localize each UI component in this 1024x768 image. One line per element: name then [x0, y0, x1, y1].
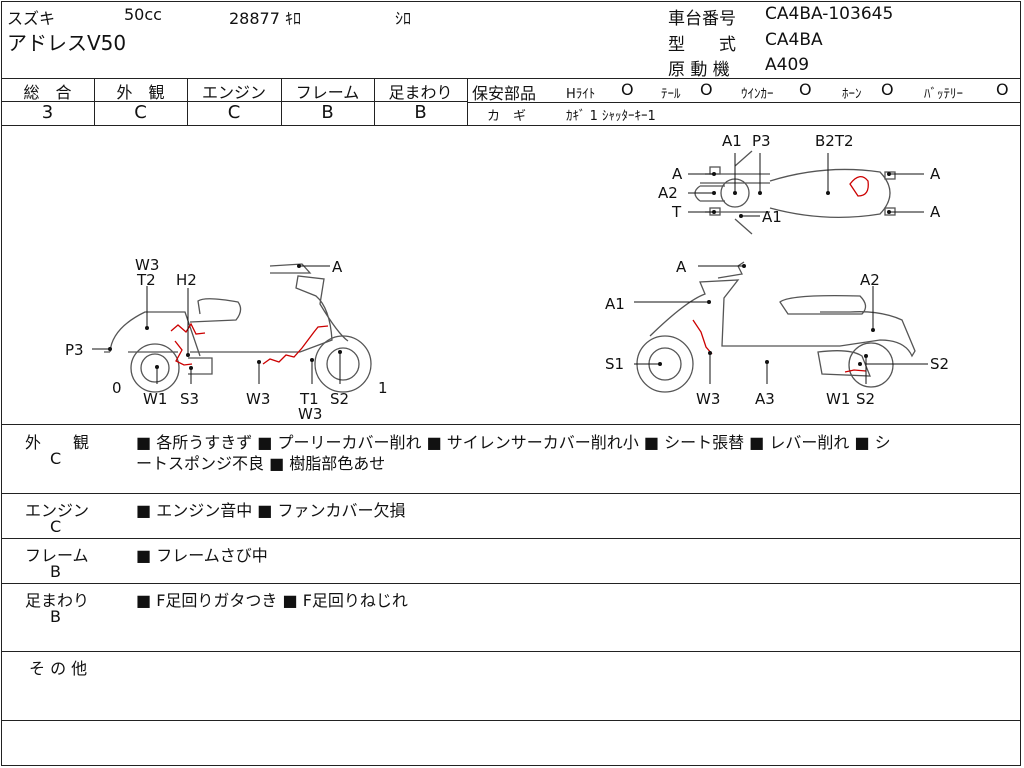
right-label-s2: S2	[856, 390, 875, 408]
type-value: CA4BA	[765, 30, 823, 50]
left-label-t2: T2	[136, 271, 156, 289]
winker-ok: O	[799, 80, 812, 99]
safety-label: 保安部品	[472, 84, 537, 103]
note-text-exterior-2: ートスポンジ不良 ■ 樹脂部色あせ	[136, 454, 386, 473]
note-grade-engine: C	[50, 517, 62, 536]
top-label-a: A	[672, 165, 683, 183]
key-label: カ ギ	[487, 109, 527, 124]
headlight-ok: O	[621, 80, 634, 99]
left-label-w1: W1	[143, 390, 167, 408]
left-label-w3-lower: W3	[298, 405, 322, 423]
left-label-s2: S2	[330, 390, 349, 408]
note-text-frame: ■ フレームさび中	[136, 546, 268, 565]
engine-grade-label: エンジン	[201, 83, 266, 102]
top-label-b2t2: B2T2	[815, 132, 854, 150]
left-label-one: 1	[378, 379, 388, 397]
engine-grade: C	[227, 102, 241, 123]
winker-label: ｳｲﾝｶｰ	[741, 87, 774, 102]
left-label-s3: S3	[180, 390, 199, 408]
right-label-a: A	[676, 258, 687, 276]
engine-value: A409	[765, 55, 810, 75]
horn-label: ﾎｰﾝ	[842, 87, 862, 102]
scooter-diagram: A1 P3 B2T2 A A2 T A1 A A W3 T2 H2 A P3 0…	[65, 132, 949, 423]
mileage: 28877 ｷﾛ	[229, 9, 301, 28]
note-label-engine: エンジン	[25, 501, 90, 520]
frame-grade-label: フレーム	[295, 83, 360, 102]
right-label-s2-side: S2	[930, 355, 949, 373]
maker-name: スズキ	[7, 9, 56, 28]
tail-label: ﾃｰﾙ	[661, 87, 681, 102]
right-label-a2: A2	[860, 271, 880, 289]
top-label-right-a: A	[930, 165, 941, 183]
suspension-grade: B	[414, 102, 427, 123]
note-label-other: そ の 他	[29, 659, 88, 678]
overall-label: 総 合	[23, 83, 72, 102]
horn-ok: O	[881, 80, 894, 99]
suspension-grade-label: 足まわり	[388, 83, 453, 102]
color: ｼﾛ	[395, 9, 412, 28]
note-label-exterior: 外 観	[25, 433, 90, 452]
frame-grade: B	[321, 102, 334, 123]
left-label-h2: H2	[176, 271, 197, 289]
exterior-label: 外 観	[116, 83, 165, 102]
left-label-w3: W3	[135, 256, 159, 274]
overall-grade: 3	[41, 102, 54, 123]
top-label-p3: P3	[752, 132, 771, 150]
left-label-a: A	[332, 258, 343, 276]
engine-label: 原 動 機	[668, 60, 730, 80]
right-label-a3: A3	[755, 390, 775, 408]
left-label-t1: T1	[299, 390, 319, 408]
right-label-w1: W1	[826, 390, 850, 408]
top-label-a2: A2	[658, 184, 678, 202]
tail-ok: O	[700, 80, 713, 99]
note-text-suspension: ■ F足回りガタつき ■ F足回りねじれ	[136, 591, 408, 610]
note-grade-frame: B	[50, 562, 61, 581]
left-label-p3: P3	[65, 341, 84, 359]
headlight-label: Hﾗｲﾄ	[566, 87, 596, 102]
note-label-suspension: 足まわり	[25, 591, 90, 610]
left-label-w3-bottom: W3	[246, 390, 270, 408]
right-label-w3: W3	[696, 390, 720, 408]
battery-ok: O	[996, 80, 1009, 99]
model-name: アドレスV50	[7, 31, 127, 55]
right-label-s1: S1	[605, 355, 624, 373]
type-label: 型 式	[668, 35, 736, 55]
note-label-frame: フレーム	[25, 546, 89, 565]
left-label-zero: 0	[112, 379, 122, 397]
top-label-t: T	[671, 203, 682, 221]
note-grade-exterior: C	[50, 449, 62, 468]
frame-no: CA4BA-103645	[765, 4, 894, 24]
exterior-grade: C	[134, 102, 147, 123]
displacement: 50cc	[124, 5, 162, 24]
right-label-a1: A1	[605, 295, 625, 313]
battery-label: ﾊﾞｯﾃﾘｰ	[924, 87, 963, 102]
note-text-engine: ■ エンジン音中 ■ ファンカバー欠損	[136, 501, 406, 520]
top-label-a1: A1	[722, 132, 742, 150]
note-text-exterior-1: ■ 各所うすきず ■ プーリーカバー削れ ■ サイレンサーカバー削れ小 ■ シー…	[136, 433, 891, 452]
key-value: ｶｷﾞ 1 ｼｬｯﾀｰｷｰ1	[566, 109, 656, 124]
frame-no-label: 車台番号	[668, 9, 736, 29]
note-grade-suspension: B	[50, 607, 61, 626]
top-label-a1-bottom: A1	[762, 208, 782, 226]
top-label-right-a-bottom: A	[930, 203, 941, 221]
